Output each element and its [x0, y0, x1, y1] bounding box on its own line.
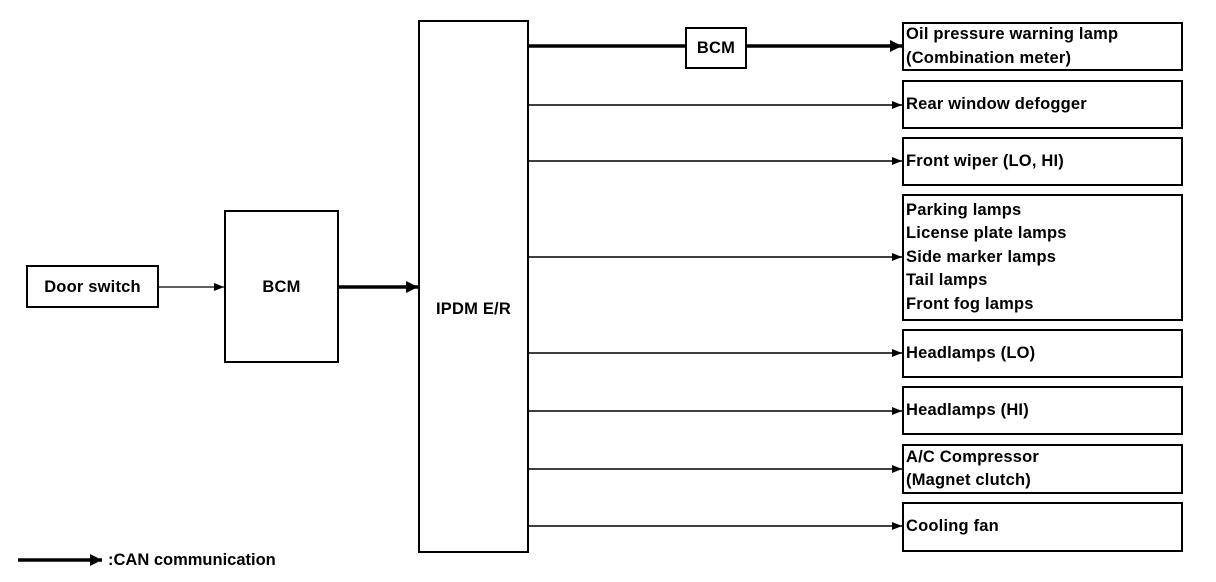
- output-line: Front fog lamps: [906, 294, 1034, 313]
- bcm-label: BCM: [262, 277, 301, 296]
- bcm-relay-box: BCM: [685, 27, 747, 69]
- output-line: Headlamps (LO): [906, 343, 1036, 362]
- output-line: License plate lamps: [906, 224, 1067, 243]
- bcm-box: BCM: [224, 210, 339, 363]
- output-line: Side marker lamps: [906, 247, 1057, 266]
- output-front-wiper: Front wiper (LO, HI): [902, 137, 1183, 186]
- output-ac-compressor: A/C Compressor (Magnet clutch): [902, 444, 1183, 494]
- output-line: Oil pressure warning lamp: [906, 25, 1119, 43]
- output-line: Cooling fan: [906, 517, 999, 536]
- output-line: Front wiper (LO, HI): [906, 151, 1064, 170]
- output-line: Tail lamps: [906, 271, 988, 290]
- output-line: (Magnet clutch): [906, 471, 1031, 489]
- output-rear-window-defogger: Rear window defogger: [902, 80, 1183, 129]
- output-line: (Combination meter): [906, 48, 1072, 67]
- ipdm-box: IPDM E/R: [418, 20, 529, 553]
- output-oil-pressure-lamp: Oil pressure warning lamp (Combination m…: [902, 22, 1183, 71]
- ipdm-label: IPDM E/R: [436, 300, 511, 318]
- output-headlamps-hi: Headlamps (HI): [902, 386, 1183, 435]
- output-line: Rear window defogger: [906, 94, 1087, 113]
- door-switch-label: Door switch: [44, 277, 141, 296]
- output-line: A/C Compressor: [906, 447, 1039, 466]
- output-line: Headlamps (HI): [906, 400, 1029, 419]
- bcm-relay-label: BCM: [696, 39, 736, 57]
- output-line: Parking lamps: [906, 200, 1022, 219]
- legend-label: :CAN communication: [108, 551, 276, 569]
- output-lamps-group: Parking lamps License plate lamps Side m…: [902, 194, 1183, 321]
- output-cooling-fan: Cooling fan: [902, 502, 1183, 552]
- output-headlamps-lo: Headlamps (LO): [902, 329, 1183, 378]
- door-switch-box: Door switch: [26, 265, 159, 308]
